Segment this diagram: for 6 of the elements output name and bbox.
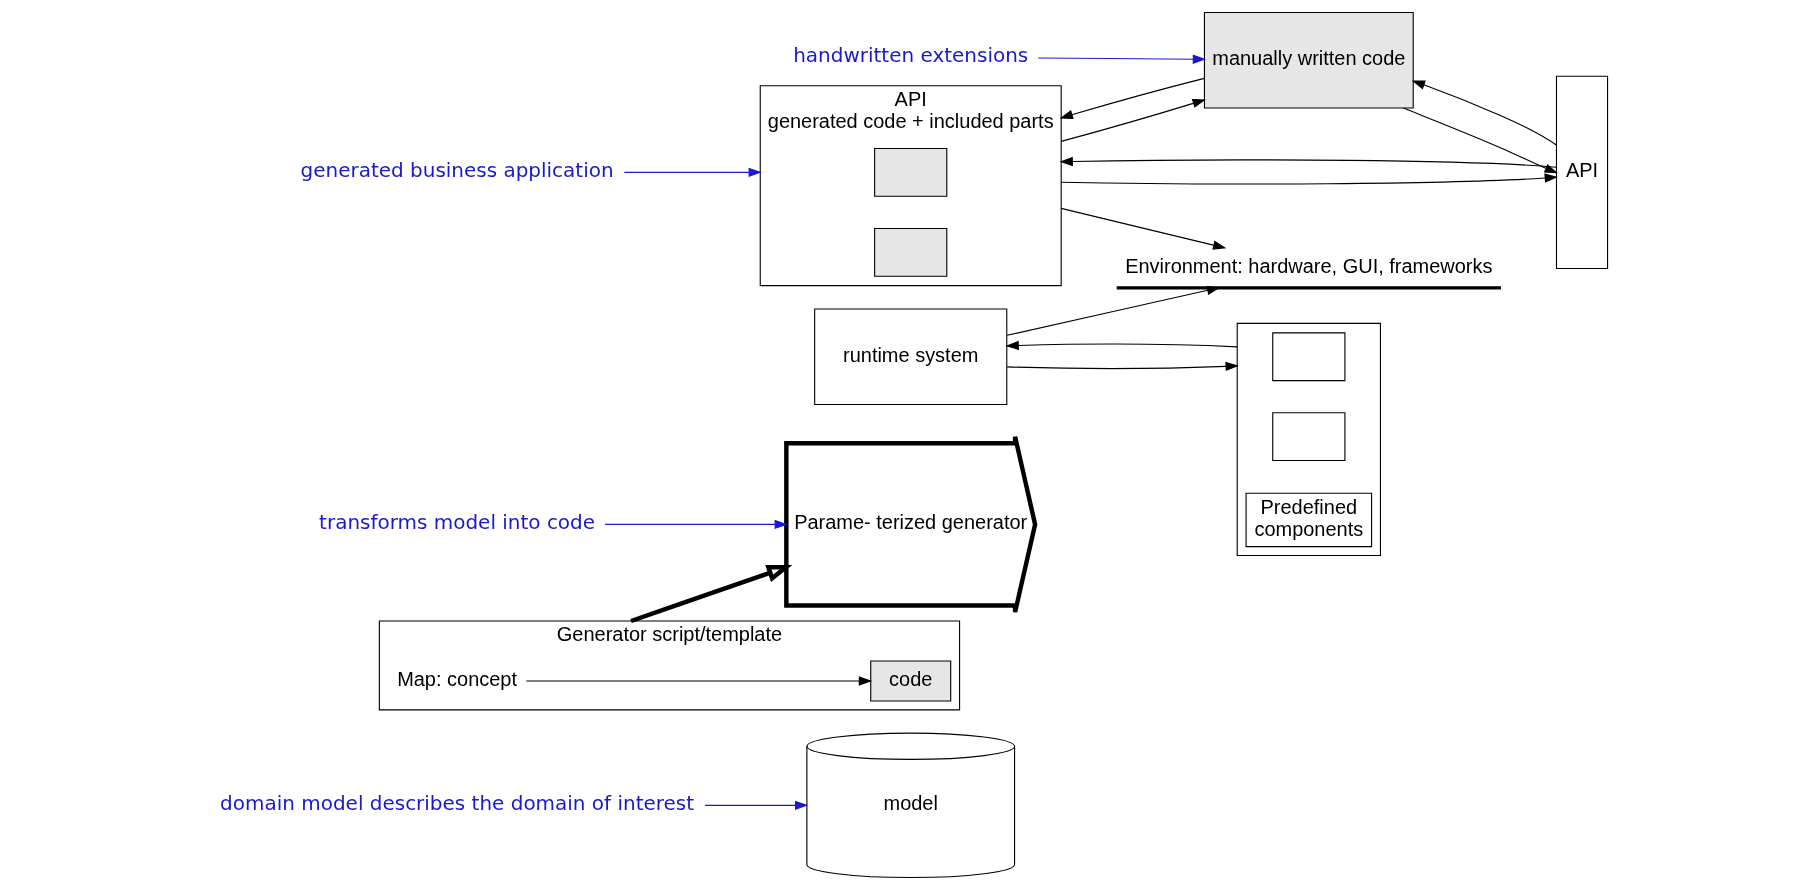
node-text: Environment: hardware, GUI, frameworks (1124, 254, 1492, 277)
node-text: Map: concept (396, 667, 517, 690)
node-text: domain model describes the domain of interest (219, 791, 694, 816)
node-text: generated business application (300, 158, 614, 183)
node-text: handwritten extensions (792, 42, 1028, 67)
node-text: transforms model into code (318, 510, 595, 535)
